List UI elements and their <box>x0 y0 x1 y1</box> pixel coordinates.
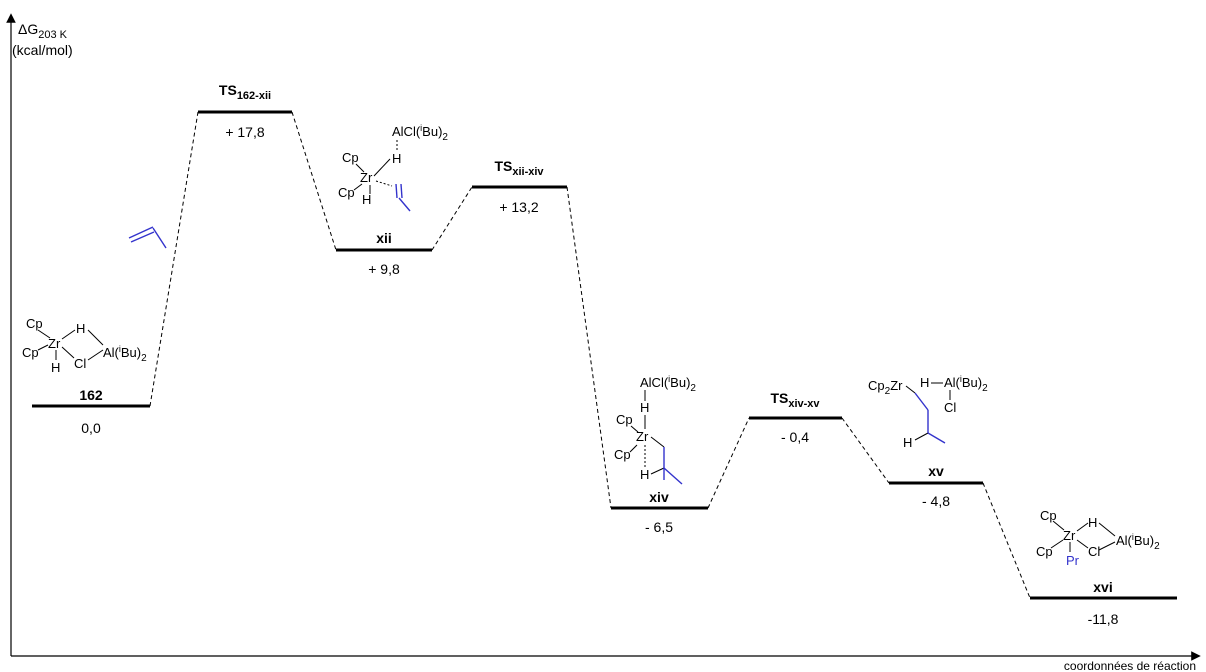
state-label-ts-xiv-xv: TSxiv-xv <box>770 390 820 410</box>
svg-text:H: H <box>76 321 85 336</box>
state-label-ts-xii-xiv: TSxii-xiv <box>494 158 544 178</box>
connector-ts3-xv <box>841 417 890 484</box>
connector-162-ts1 <box>149 111 199 407</box>
svg-text:H: H <box>640 467 649 482</box>
svg-text:Cp: Cp <box>22 345 39 360</box>
svg-text:Cp: Cp <box>1040 508 1057 523</box>
svg-text:Al(iBu)2: Al(iBu)2 <box>1116 532 1160 552</box>
svg-text:Cl: Cl <box>74 356 86 371</box>
svg-text:Zr: Zr <box>360 170 373 185</box>
state-label-xii: xii <box>376 230 392 246</box>
svg-text:H: H <box>392 151 401 166</box>
svg-text:Zr: Zr <box>1063 528 1076 543</box>
state-value-xv: - 4,8 <box>922 493 950 509</box>
state-value-ts-162-xii: + 17,8 <box>225 124 265 140</box>
svg-text:Cp: Cp <box>616 412 633 427</box>
svg-text:Al(iBu)2: Al(iBu)2 <box>103 344 147 364</box>
structure-xii: AlCl(iBu)2 H Cp Zr Cp H <box>338 123 448 212</box>
svg-text:Zr: Zr <box>48 336 61 351</box>
structure-xv: Cp2Zr H Al(iBu)2 Cl H <box>868 374 988 450</box>
svg-text:H: H <box>362 192 371 207</box>
y-axis-label: ΔG203 K <box>18 21 68 41</box>
connector-xv-xvi <box>982 482 1031 599</box>
svg-text:H: H <box>903 435 912 450</box>
svg-text:AlCl(iBu)2: AlCl(iBu)2 <box>640 374 696 394</box>
svg-text:Cl: Cl <box>1088 544 1100 559</box>
state-value-xvi: -11,8 <box>1088 611 1119 627</box>
state-label-xv: xv <box>928 463 944 479</box>
svg-text:H: H <box>640 400 649 415</box>
connector-ts2-xiv <box>566 186 612 509</box>
svg-text:Zr: Zr <box>636 429 649 444</box>
x-axis-label: coordonnées de réaction <box>1064 659 1196 672</box>
svg-text:Cp: Cp <box>342 150 359 165</box>
state-label-xvi: xvi <box>1093 579 1112 595</box>
state-value-xii: + 9,8 <box>368 261 400 277</box>
propene-molecule <box>128 226 167 249</box>
connector-xiv-ts3 <box>707 417 750 509</box>
svg-text:AlCl(iBu)2: AlCl(iBu)2 <box>392 123 448 143</box>
connectors <box>149 111 1031 599</box>
svg-text:Cp: Cp <box>26 316 43 331</box>
structure-xiv: AlCl(iBu)2 H Cp Zr Cp H <box>614 374 696 485</box>
y-axis-unit: (kcal/mol) <box>12 42 73 58</box>
state-value-xiv: - 6,5 <box>645 519 673 535</box>
svg-text:Cp: Cp <box>338 185 355 200</box>
svg-text:H: H <box>51 360 60 375</box>
structure-xvi: Cp Cp Zr H Pr Cl Al(iBu)2 <box>1036 508 1160 568</box>
connector-xii-ts2 <box>431 186 473 251</box>
state-label-xiv: xiv <box>649 489 669 505</box>
svg-text:Cp: Cp <box>1036 544 1053 559</box>
svg-text:H: H <box>1088 515 1097 530</box>
state-label-162: 162 <box>79 387 103 403</box>
state-label-ts-162-xii: TS162-xii <box>219 82 271 102</box>
state-value-ts-xii-xiv: + 13,2 <box>499 199 539 215</box>
state-value-162: 0,0 <box>81 420 101 436</box>
state-value-ts-xiv-xv: - 0,4 <box>781 429 809 445</box>
svg-text:Cp2Zr: Cp2Zr <box>868 378 903 397</box>
connector-ts1-xii <box>291 111 337 251</box>
svg-text:Cl: Cl <box>944 400 956 415</box>
svg-text:Al(iBu)2: Al(iBu)2 <box>944 374 988 394</box>
svg-text:Pr: Pr <box>1066 553 1080 568</box>
svg-text:H: H <box>920 375 929 390</box>
svg-text:Cp: Cp <box>614 447 631 462</box>
structure-162: Cp Cp Zr H H Cl Al(iBu)2 <box>22 316 147 375</box>
